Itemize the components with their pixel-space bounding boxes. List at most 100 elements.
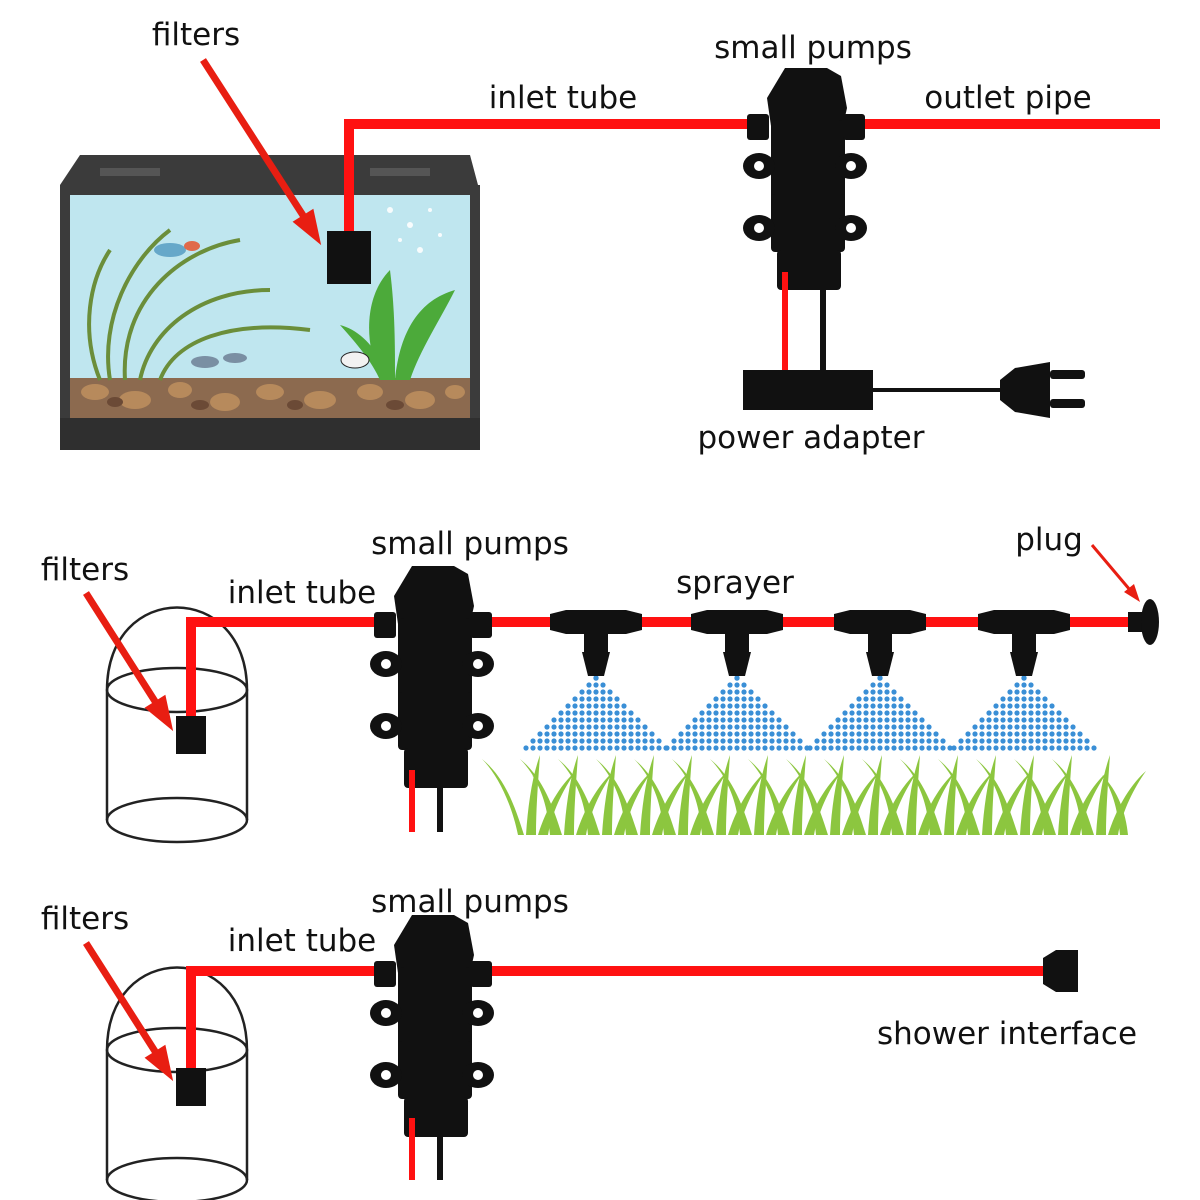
- water-drop: [863, 738, 869, 744]
- water-drop: [797, 738, 803, 744]
- water-drop: [600, 703, 606, 709]
- water-drop: [870, 717, 876, 723]
- water-drop: [933, 738, 939, 744]
- water-drop: [607, 717, 613, 723]
- water-drop: [926, 731, 932, 737]
- water-drop: [1021, 745, 1027, 751]
- water-drop: [741, 745, 747, 751]
- water-drop: [891, 689, 897, 695]
- water-drop: [1007, 703, 1013, 709]
- water-drop: [1063, 717, 1069, 723]
- water-drop: [1021, 717, 1027, 723]
- water-drop: [919, 731, 925, 737]
- water-drop: [699, 724, 705, 730]
- water-drop: [558, 738, 564, 744]
- water-drop: [1049, 738, 1055, 744]
- water-drop: [1070, 731, 1076, 737]
- water-drop: [1014, 710, 1020, 716]
- water-drop: [565, 703, 571, 709]
- water-drop: [828, 745, 834, 751]
- water-drop: [1042, 745, 1048, 751]
- water-drop: [593, 710, 599, 716]
- water-drop: [713, 696, 719, 702]
- water-drop: [776, 738, 782, 744]
- water-drop: [1007, 710, 1013, 716]
- water-drop: [835, 724, 841, 730]
- water-drop: [748, 703, 754, 709]
- water-drop: [1021, 703, 1027, 709]
- water-drop: [814, 738, 820, 744]
- water-drop: [762, 717, 768, 723]
- water-drop: [755, 710, 761, 716]
- water-drop: [1007, 731, 1013, 737]
- water-drop: [993, 745, 999, 751]
- water-drop: [933, 731, 939, 737]
- water-drop: [1014, 682, 1020, 688]
- label-outlet-pipe: outlet pipe: [924, 80, 1092, 116]
- water-drop: [769, 710, 775, 716]
- water-drop: [579, 731, 585, 737]
- water-drop: [600, 717, 606, 723]
- water-drop: [713, 703, 719, 709]
- water-drop: [863, 724, 869, 730]
- water-drop: [1007, 738, 1013, 744]
- water-drop: [635, 724, 641, 730]
- water-drop: [776, 717, 782, 723]
- water-drop: [1014, 738, 1020, 744]
- label-small-pumps-1: small pumps: [714, 30, 912, 66]
- water-drop: [1028, 717, 1034, 723]
- water-drop: [863, 689, 869, 695]
- water-drop: [849, 745, 855, 751]
- water-drop: [940, 745, 946, 751]
- grass-icon: [482, 755, 1146, 835]
- water-drop: [1028, 689, 1034, 695]
- label-small-pumps-3: small pumps: [371, 884, 569, 920]
- water-drop: [607, 724, 613, 730]
- water-drop: [898, 731, 904, 737]
- water-drop: [565, 745, 571, 751]
- water-drop: [993, 738, 999, 744]
- water-drop: [720, 689, 726, 695]
- water-drop: [972, 738, 978, 744]
- water-drop: [912, 724, 918, 730]
- water-drop: [1035, 703, 1041, 709]
- water-drop: [769, 717, 775, 723]
- water-drop: [671, 745, 677, 751]
- water-drop: [863, 696, 869, 702]
- water-drop: [1000, 710, 1006, 716]
- water-drop: [734, 675, 740, 681]
- label-small-pumps-2: small pumps: [371, 526, 569, 562]
- water-drop: [776, 731, 782, 737]
- water-drop: [621, 717, 627, 723]
- water-drop: [856, 703, 862, 709]
- water-drop: [635, 731, 641, 737]
- water-drop: [741, 703, 747, 709]
- water-drop: [1014, 717, 1020, 723]
- water-drop: [877, 717, 883, 723]
- water-drop: [870, 745, 876, 751]
- water-drop: [1000, 703, 1006, 709]
- water-drop: [593, 696, 599, 702]
- water-drop: [905, 703, 911, 709]
- water-drop: [821, 731, 827, 737]
- water-drop: [891, 745, 897, 751]
- water-drop: [919, 738, 925, 744]
- water-drop: [699, 731, 705, 737]
- water-drop: [1084, 738, 1090, 744]
- filters-arrow-1: [200, 58, 322, 246]
- water-drop: [642, 738, 648, 744]
- water-drop: [558, 745, 564, 751]
- water-drop: [814, 745, 820, 751]
- water-drop: [1021, 682, 1027, 688]
- water-drop: [856, 696, 862, 702]
- pump-icon: [743, 68, 867, 290]
- water-drop: [692, 717, 698, 723]
- water-drop: [741, 710, 747, 716]
- water-drop: [1063, 745, 1069, 751]
- water-drop: [891, 710, 897, 716]
- water-drop: [614, 696, 620, 702]
- water-drop: [835, 731, 841, 737]
- water-drop: [1049, 724, 1055, 730]
- water-drop: [1035, 696, 1041, 702]
- water-drop: [614, 717, 620, 723]
